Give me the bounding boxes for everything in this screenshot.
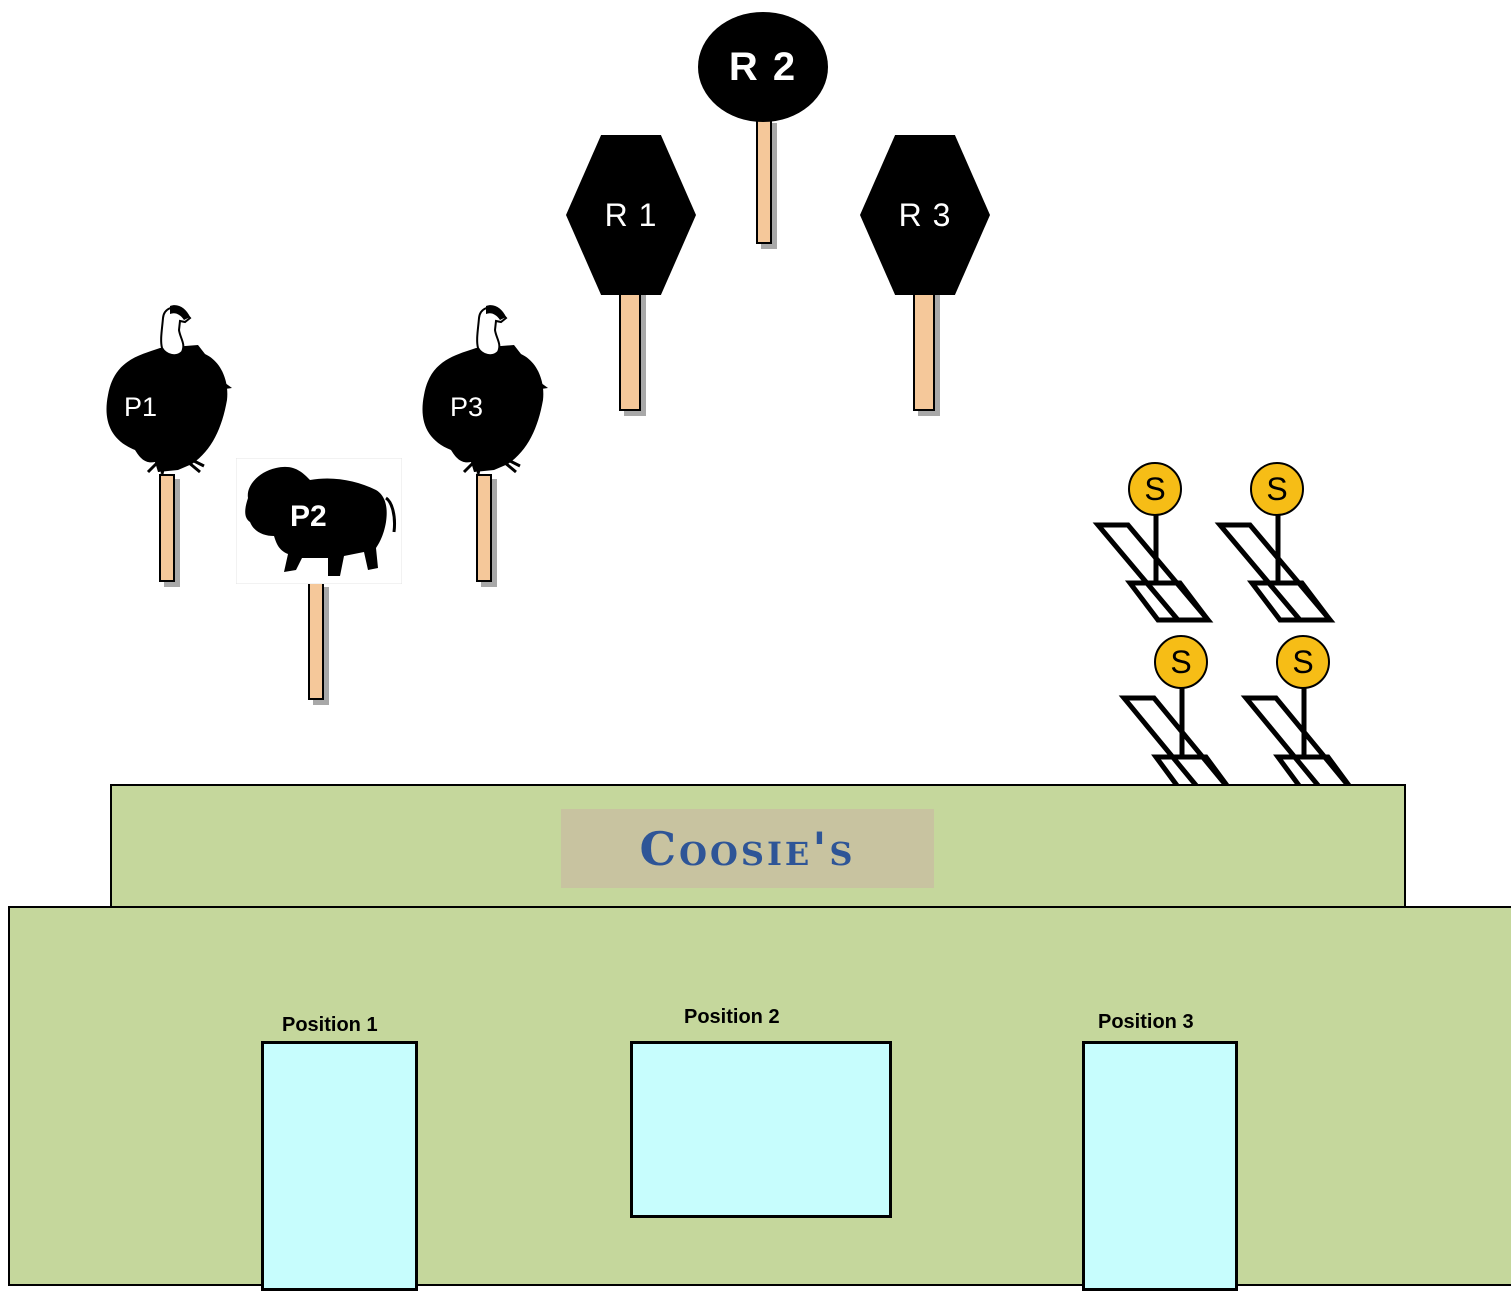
r2-sign[interactable]: R 2: [698, 12, 828, 122]
position-3-window[interactable]: [1082, 1041, 1238, 1291]
r1-stake: [619, 284, 641, 411]
r1-label: R 1: [604, 196, 658, 233]
target-frame-icon: [1214, 505, 1336, 623]
vulture-icon[interactable]: [100, 300, 240, 475]
r3-sign[interactable]: R 3: [860, 135, 990, 295]
p1-label: P1: [124, 392, 158, 422]
position-1-window[interactable]: [261, 1041, 418, 1291]
r2-stake: [756, 118, 772, 244]
r3-stake: [913, 284, 935, 411]
position-1-label: Position 1: [282, 1014, 378, 1036]
target-frame-icon: [1092, 505, 1214, 623]
r3-label: R 3: [898, 196, 952, 233]
bison-icon[interactable]: [236, 458, 402, 584]
r1-sign[interactable]: R 1: [566, 135, 696, 295]
target-frame-icon: [1240, 677, 1362, 798]
coin-icon[interactable]: S: [1154, 635, 1208, 689]
position-3-label: Position 3: [1098, 1011, 1194, 1033]
store-sign: Coosie's: [561, 809, 934, 888]
store-name: Coosie's: [639, 821, 856, 876]
vulture-icon[interactable]: [416, 300, 556, 475]
target-frame-icon: [1118, 677, 1240, 798]
p2-label: P2: [290, 500, 327, 533]
coin-icon[interactable]: S: [1276, 635, 1330, 689]
p3-stake: [476, 474, 492, 582]
coin-icon[interactable]: S: [1128, 462, 1182, 516]
p3-label: P3: [450, 392, 484, 422]
p1-stake: [159, 474, 175, 582]
rooftop-targets: [1092, 505, 1362, 798]
position-2-label: Position 2: [684, 1006, 780, 1028]
position-2-window[interactable]: [630, 1041, 892, 1218]
p2-stake: [308, 582, 324, 700]
coin-icon[interactable]: S: [1250, 462, 1304, 516]
r2-label: R 2: [728, 44, 798, 89]
